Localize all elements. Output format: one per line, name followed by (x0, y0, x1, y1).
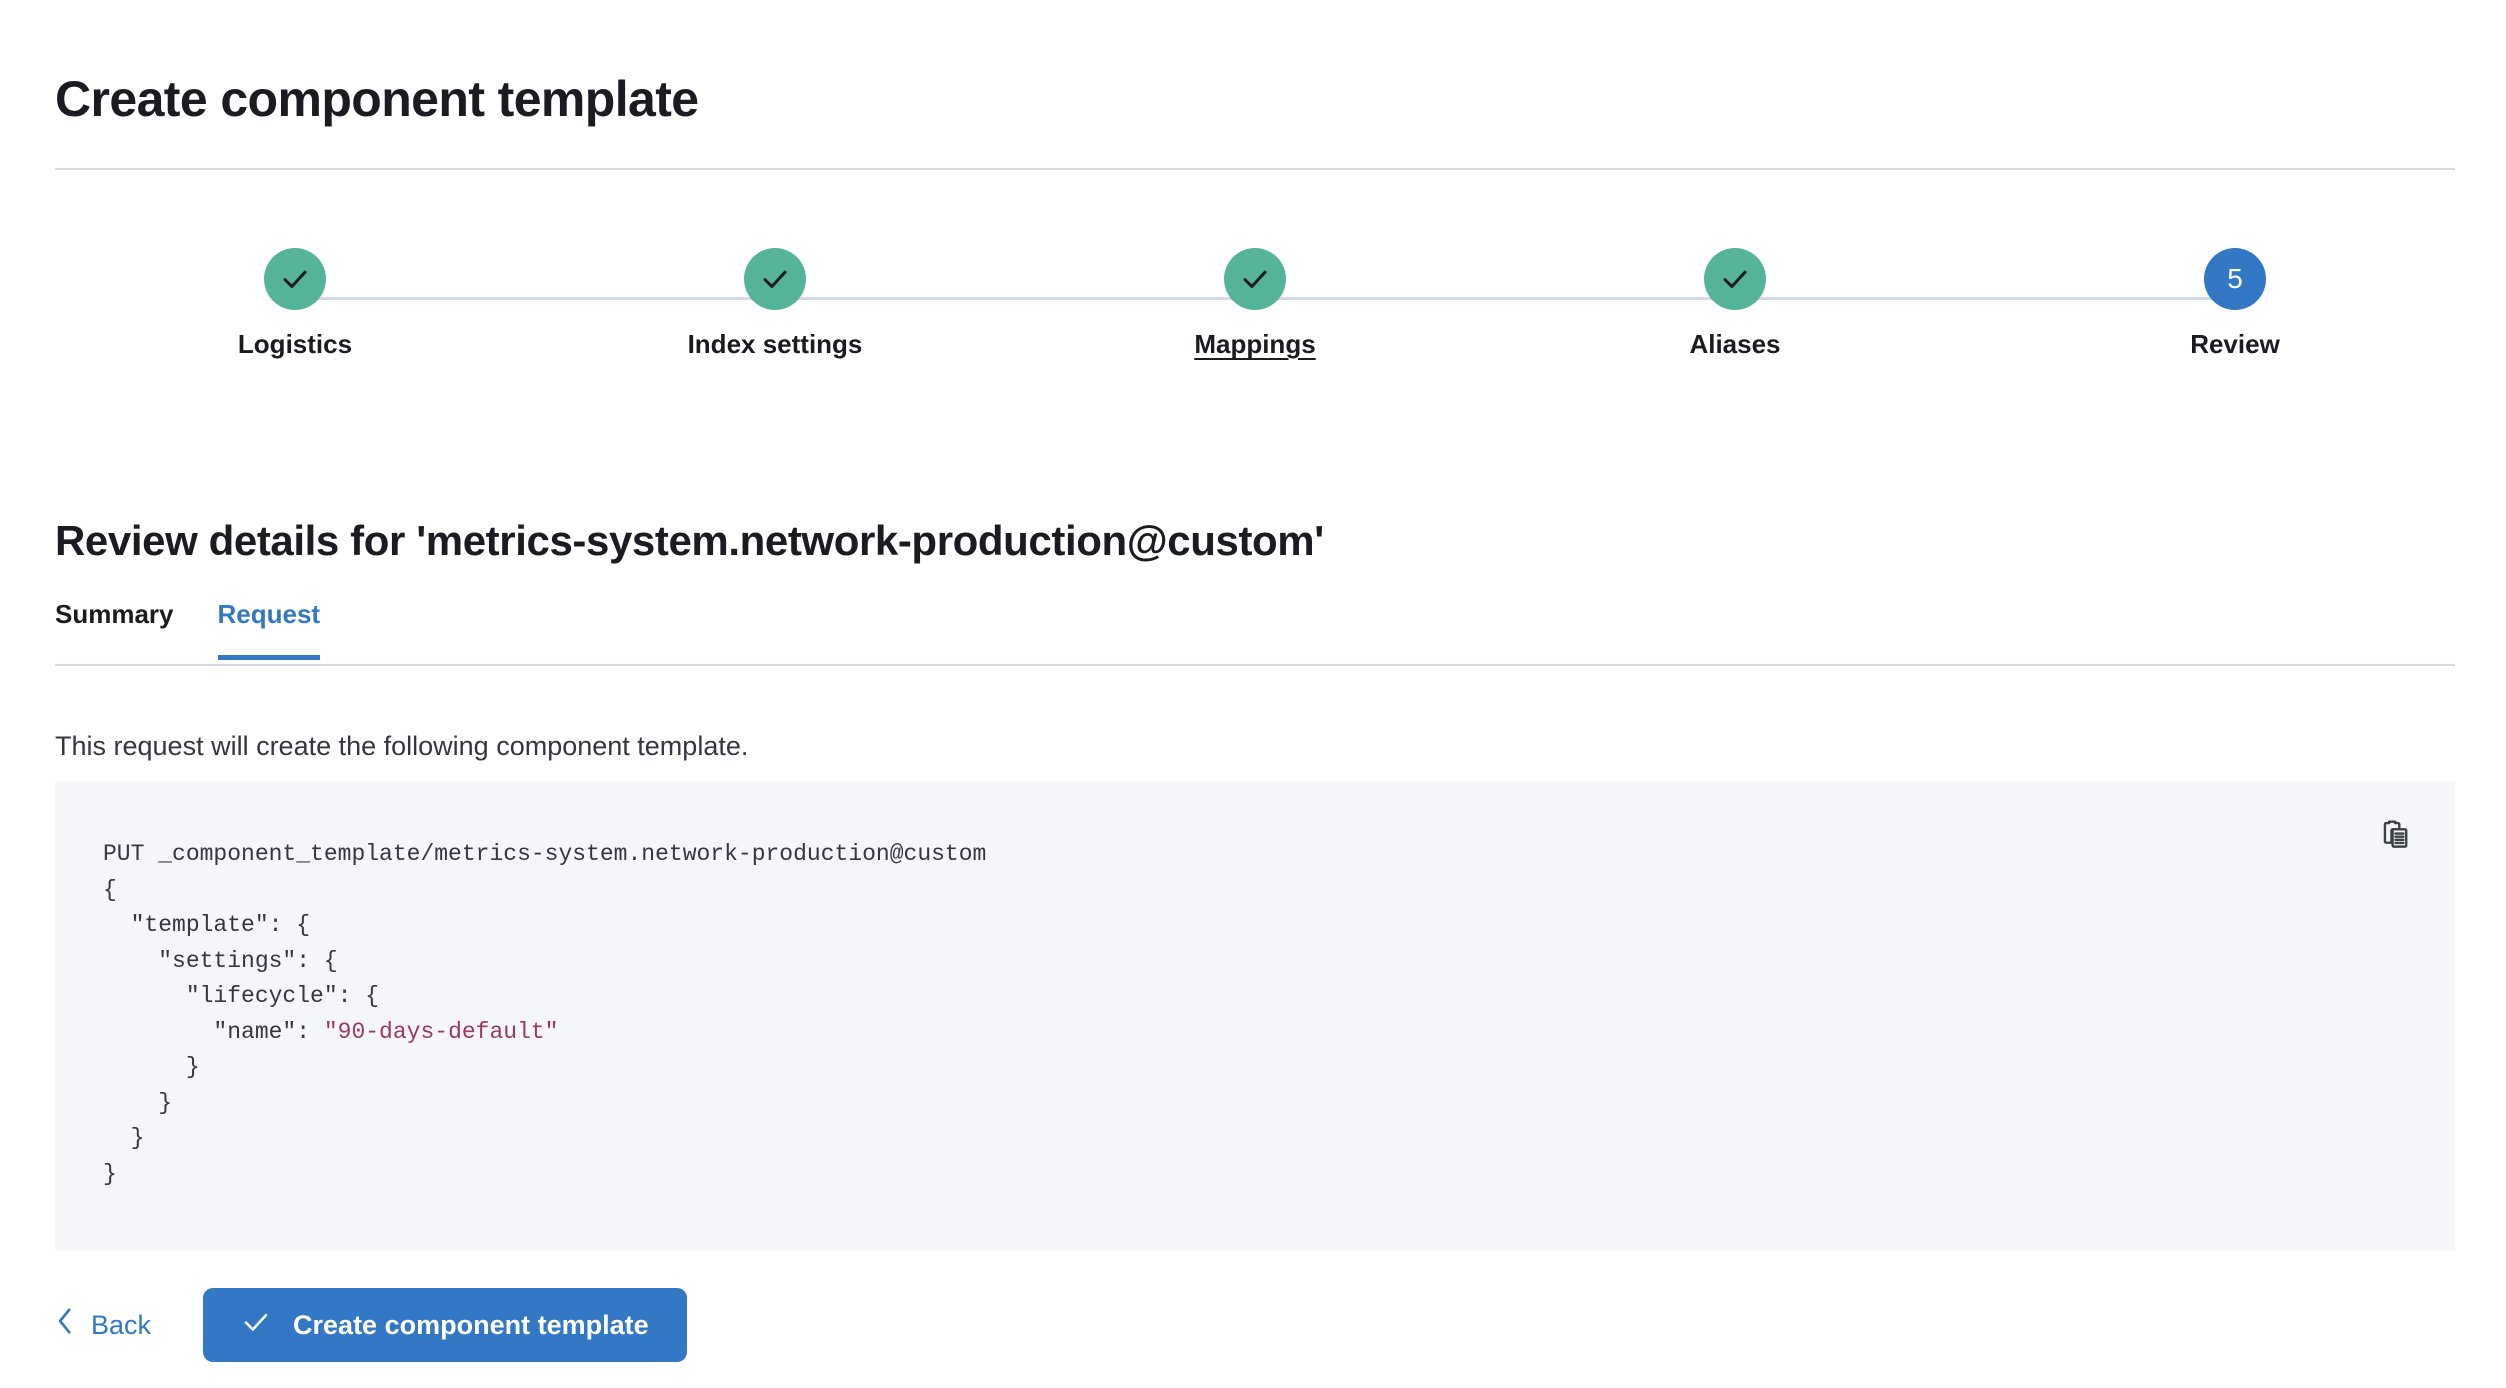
request-body-line: } (103, 1160, 117, 1187)
wizard-stepper: Logistics Index settings Mappings Aliase… (55, 248, 2455, 393)
step-status-check-icon (264, 248, 326, 310)
back-button[interactable]: Back (55, 1307, 151, 1343)
step-label[interactable]: Review (2190, 329, 2280, 359)
step-status-check-icon (744, 248, 806, 310)
create-component-template-button[interactable]: Create component template (203, 1288, 687, 1362)
request-body-line: { (103, 876, 117, 903)
step-mappings[interactable]: Mappings (1105, 248, 1405, 360)
step-label[interactable]: Aliases (1689, 329, 1781, 359)
request-body-line: "template": { (103, 912, 311, 938)
header-divider (55, 168, 2455, 170)
step-status-check-icon (1224, 248, 1286, 310)
check-icon (241, 1307, 271, 1344)
wizard-footer-actions: Back Create component template (55, 1288, 687, 1362)
request-code-block: PUT _component_template/metrics-system.n… (55, 782, 2455, 1250)
review-tabs: Summary Request (55, 598, 2455, 666)
back-button-label: Back (91, 1310, 152, 1340)
create-component-template-button-label: Create component template (293, 1309, 649, 1340)
request-body-line: } (103, 1089, 173, 1116)
request-description: This request will create the following c… (55, 731, 749, 761)
copy-icon[interactable] (2369, 808, 2423, 862)
step-aliases[interactable]: Aliases (1585, 248, 1885, 360)
step-status-check-icon (1704, 248, 1766, 310)
request-body-line: "name": (103, 1018, 324, 1045)
review-section-title: Review details for 'metrics-system.netwo… (55, 516, 1324, 564)
step-number-badge: 5 (2204, 248, 2266, 310)
request-code-content: PUT _component_template/metrics-system.n… (103, 837, 986, 1192)
step-label[interactable]: Logistics (237, 329, 353, 359)
step-label[interactable]: Index settings (687, 329, 863, 359)
tab-request[interactable]: Request (196, 598, 343, 660)
page-title: Create component template (55, 70, 699, 127)
request-body-line: "lifecycle": { (103, 983, 380, 1009)
chevron-left-icon (55, 1307, 75, 1343)
step-number: 5 (2227, 263, 2243, 294)
request-body-line: } (103, 1054, 200, 1080)
step-index-settings[interactable]: Index settings (625, 248, 925, 360)
step-logistics[interactable]: Logistics (145, 248, 445, 360)
request-body-line: "settings": { (103, 947, 338, 974)
request-body-line: } (103, 1125, 145, 1151)
tab-summary[interactable]: Summary (55, 599, 174, 629)
request-method-path: PUT _component_template/metrics-system.n… (103, 841, 987, 867)
step-label[interactable]: Mappings (1194, 329, 1316, 359)
request-lifecycle-name-value: "90-days-default" (323, 1018, 559, 1045)
step-review[interactable]: 5 Review (2085, 248, 2385, 360)
